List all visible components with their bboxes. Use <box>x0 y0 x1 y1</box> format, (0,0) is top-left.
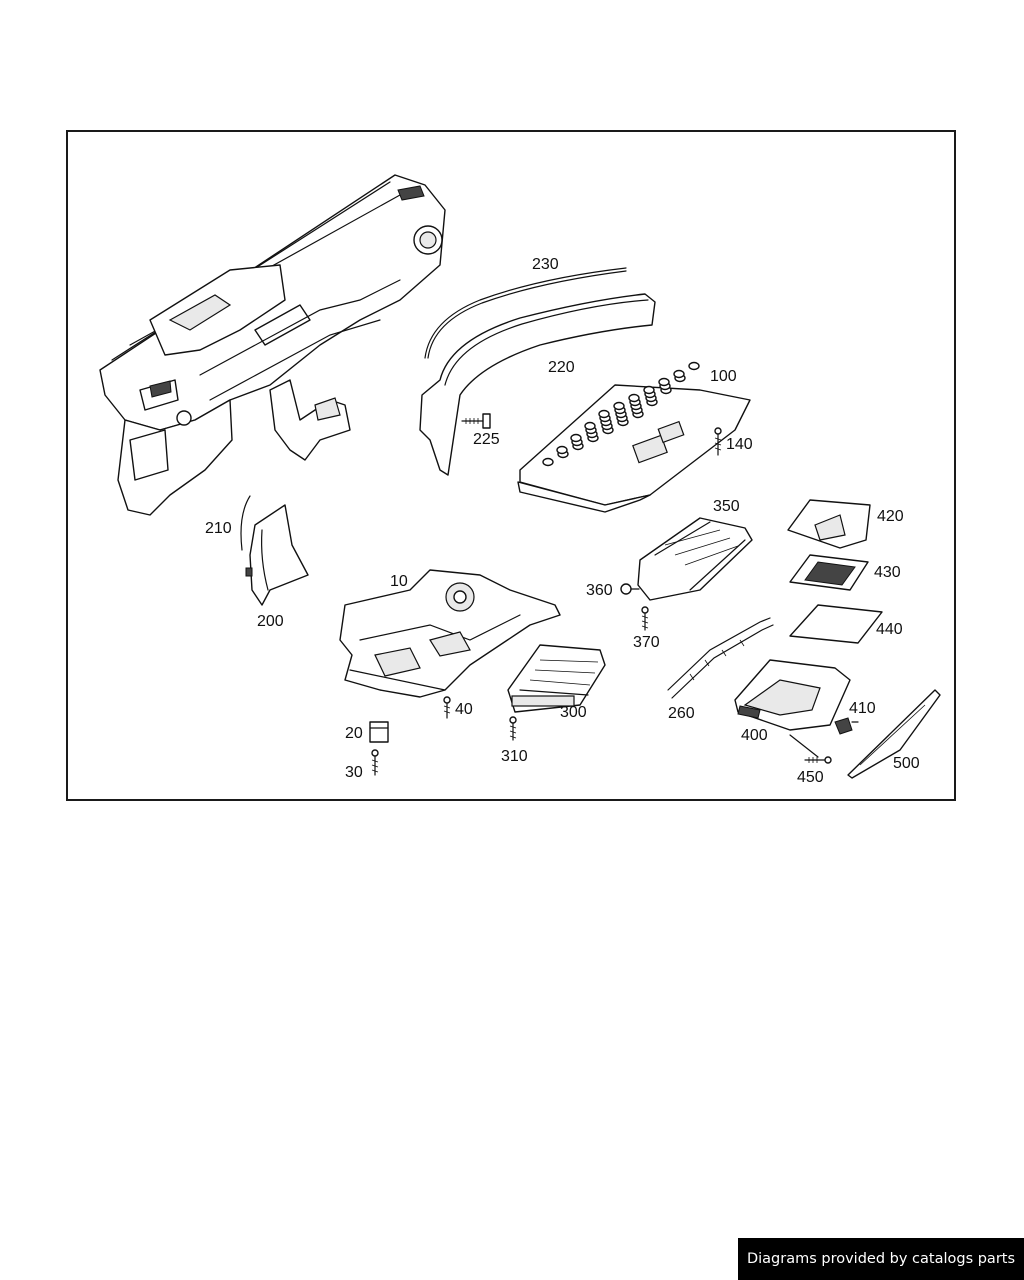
label-430: 430 <box>874 564 901 581</box>
label-220: 220 <box>548 359 575 376</box>
part-100-perforated-panel <box>517 361 751 513</box>
label-360: 360 <box>586 582 613 599</box>
label-440: 440 <box>876 621 903 638</box>
label-400: 400 <box>741 727 768 744</box>
label-210: 210 <box>205 520 232 537</box>
part-300-control-unit <box>507 644 606 713</box>
perforation-hole <box>688 361 700 371</box>
perforation-hole <box>584 421 596 431</box>
part-230-seal-strip <box>424 267 627 359</box>
label-450: 450 <box>797 769 824 786</box>
perforation-hole <box>673 369 685 379</box>
part-140-screw <box>714 427 722 456</box>
part-500-trim-strip <box>847 689 941 779</box>
credit-text: Diagrams provided by catalogs parts <box>746 1251 1016 1267</box>
label-225: 225 <box>473 431 500 448</box>
part-220-pillar-trim <box>419 293 656 476</box>
label-10: 10 <box>390 573 408 590</box>
label-30: 30 <box>345 764 363 781</box>
perforation-hole <box>643 385 655 395</box>
part-10-carrier <box>339 569 561 698</box>
perforation-hole <box>658 377 670 387</box>
label-20: 20 <box>345 725 363 742</box>
part-370-screw <box>641 606 649 631</box>
label-260: 260 <box>668 705 695 722</box>
label-140: 140 <box>726 436 753 453</box>
label-100: 100 <box>710 368 737 385</box>
part-420-lid <box>787 499 871 549</box>
label-40: 40 <box>455 701 473 718</box>
part-210-seal <box>240 495 251 551</box>
label-300: 300 <box>560 704 587 721</box>
perforation-hole <box>598 409 610 419</box>
dashboard-assembly <box>99 174 446 516</box>
part-410-sensor <box>834 717 859 735</box>
label-350: 350 <box>713 498 740 515</box>
label-410: 410 <box>849 700 876 717</box>
label-500: 500 <box>893 755 920 772</box>
label-370: 370 <box>633 634 660 651</box>
perforation-hole <box>628 393 640 403</box>
part-400-module <box>734 659 851 731</box>
label-310: 310 <box>501 748 528 765</box>
part-440-cover <box>789 604 883 644</box>
label-200: 200 <box>257 613 284 630</box>
part-200-trim <box>245 504 309 606</box>
part-260-bracket <box>667 617 774 699</box>
part-30-screw <box>371 749 379 776</box>
part-350-glove-box <box>637 517 753 601</box>
part-40-screw <box>443 696 451 719</box>
label-420: 420 <box>877 508 904 525</box>
perforation-hole <box>556 445 568 455</box>
part-360-clip <box>620 583 640 595</box>
part-310-screw <box>509 716 517 741</box>
parts-diagram-frame <box>66 130 956 801</box>
part-450-screw <box>789 734 832 764</box>
credit-banner: Diagrams provided by catalogs parts <box>738 1238 1024 1280</box>
label-230: 230 <box>532 256 559 273</box>
perforation-hole <box>542 457 554 467</box>
perforation-hole <box>570 433 582 443</box>
part-225-screw <box>461 413 491 429</box>
part-430-mat <box>789 554 869 591</box>
perforation-hole <box>613 401 625 411</box>
part-20-clip <box>369 721 389 743</box>
